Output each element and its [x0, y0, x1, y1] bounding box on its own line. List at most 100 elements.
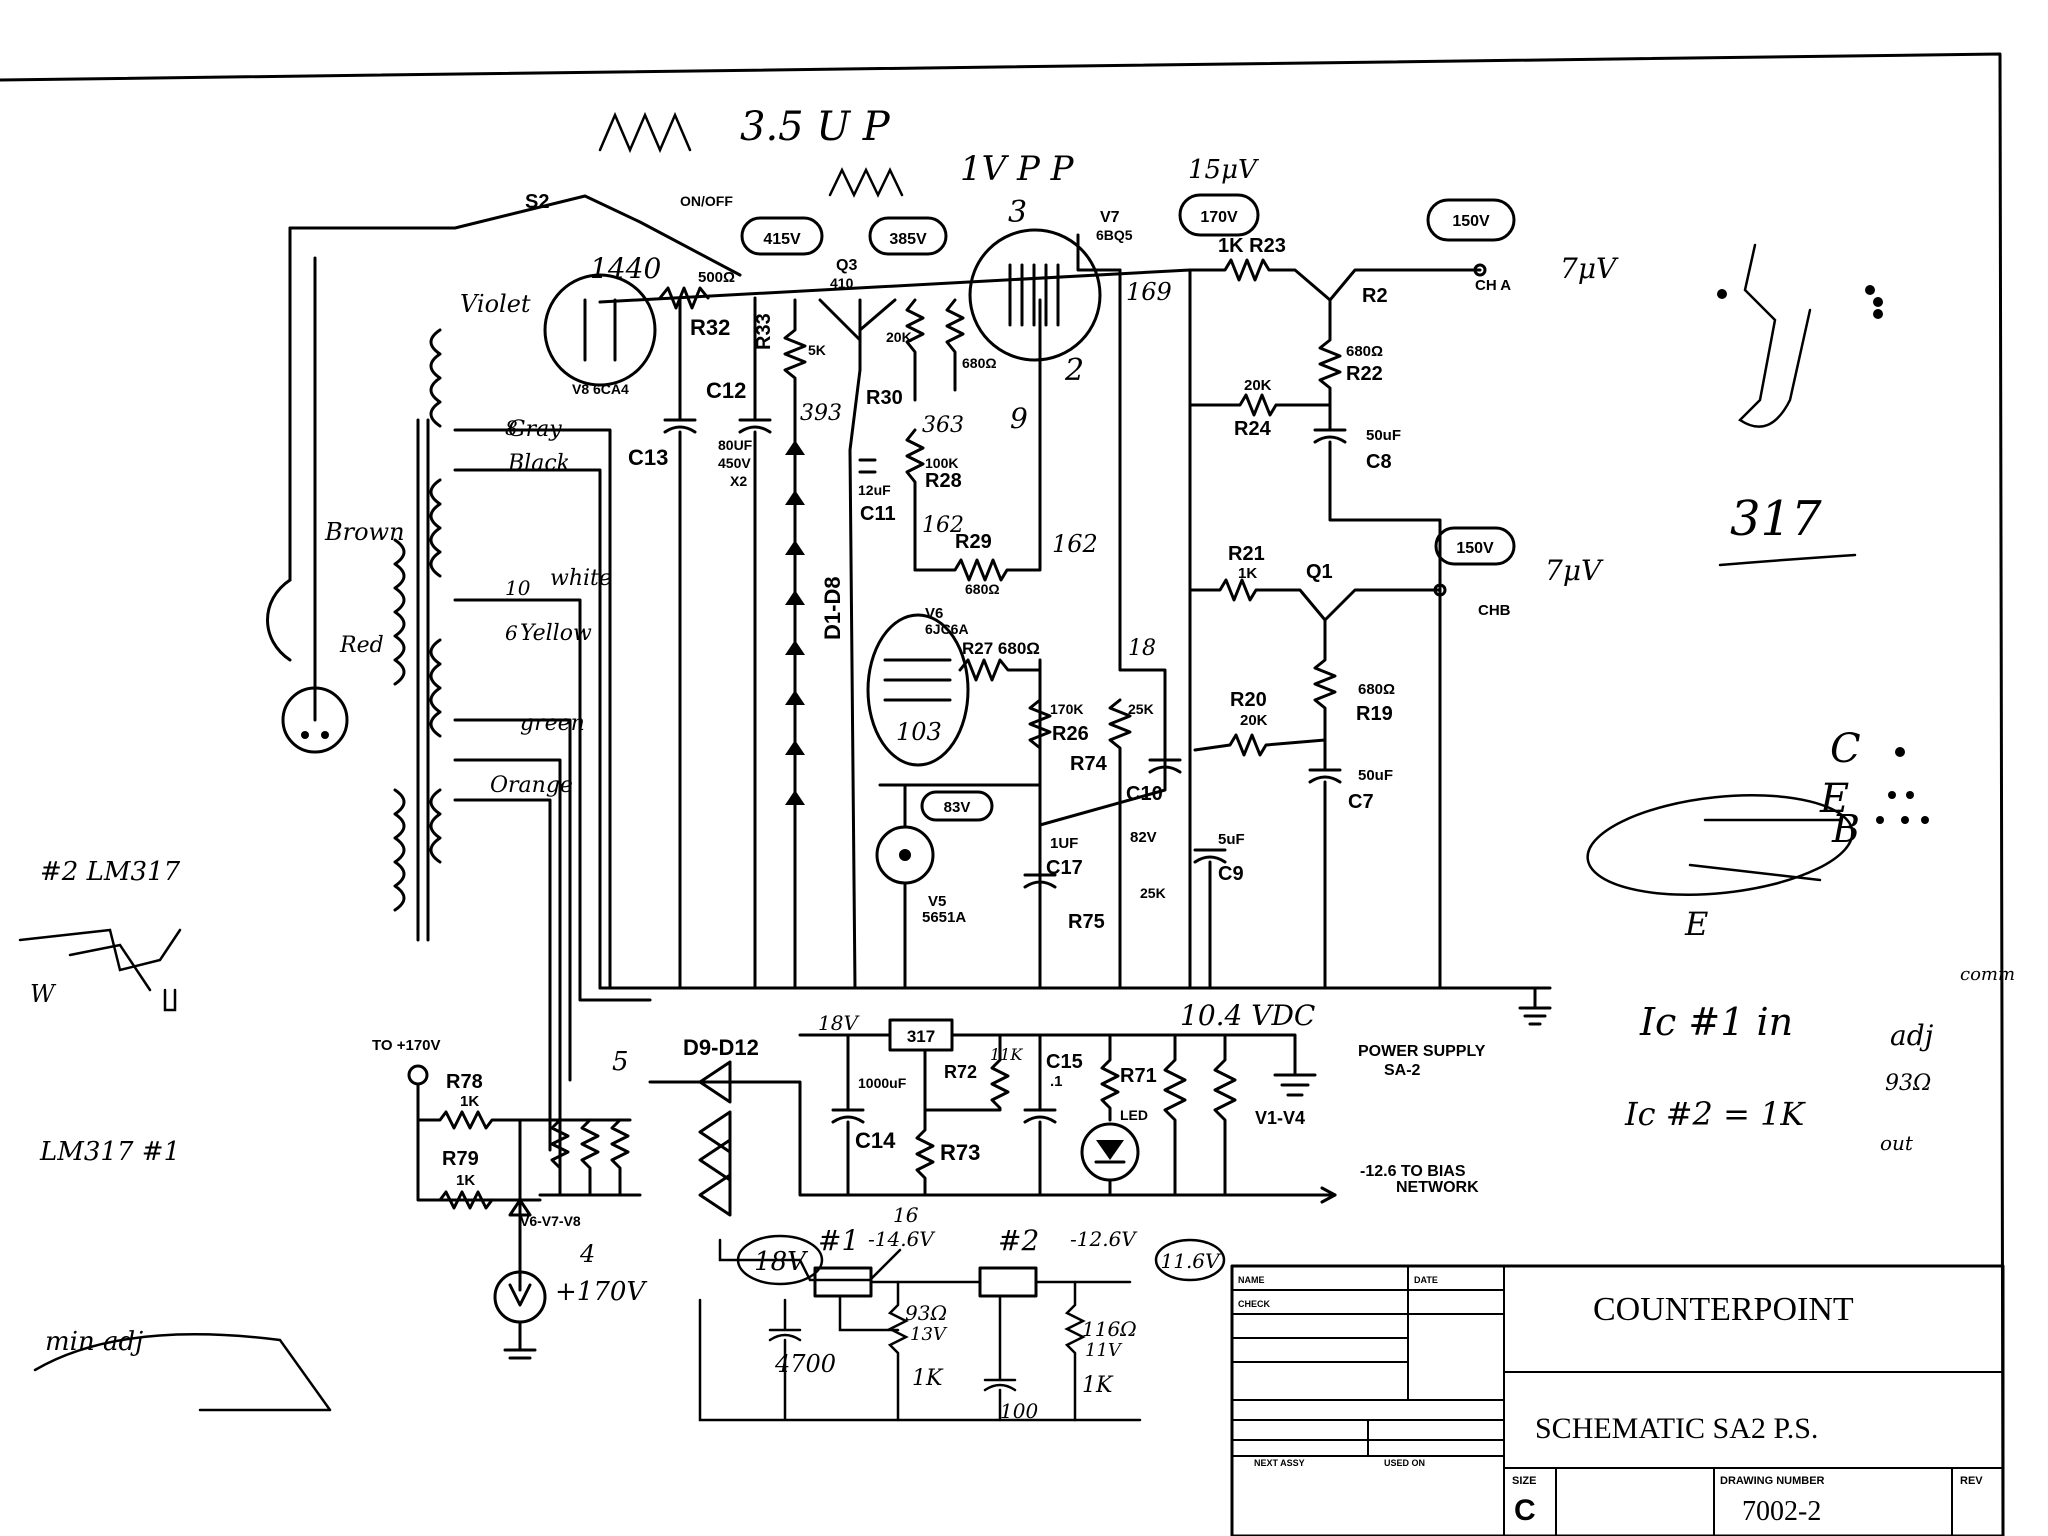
- label-r26-val: 170K: [1050, 701, 1083, 717]
- note-162b: 162: [1052, 530, 1098, 558]
- label-bias-2: NETWORK: [1396, 1179, 1479, 1196]
- label-c11-val: 12uF: [858, 482, 891, 498]
- note-16: 16: [893, 1203, 919, 1227]
- note-4700: 4700: [774, 1350, 836, 1378]
- label-r19: R19: [1356, 703, 1393, 725]
- label-r24: R24: [1234, 418, 1272, 440]
- tag-150v-b: 150V: [1456, 540, 1494, 557]
- label-c8: C8: [1366, 451, 1392, 473]
- note-169: 169: [1126, 278, 1172, 306]
- label-bias-1: -12.6 TO BIAS: [1360, 1163, 1466, 1180]
- label-r79: R79: [442, 1148, 479, 1170]
- label-r29-val: 680Ω: [965, 581, 1000, 597]
- label-c14-val: 1000uF: [858, 1075, 907, 1091]
- voltage-tags: 415V 385V 170V 150V 150V 83V 18V 11.6V: [736, 193, 1516, 1286]
- label-c12-val-3: X2: [730, 473, 747, 489]
- note-363: 363: [922, 413, 964, 438]
- label-d1d8: D1-D8: [820, 576, 845, 640]
- note-93ohm: 93Ω: [1885, 1071, 1931, 1096]
- v8-tube: [543, 273, 657, 387]
- note-7uv-b: 7μV: [1545, 554, 1604, 587]
- handwritten-notes: 3.5 U P 1V P P 15μV 7μV 7μV 317 169 363 …: [30, 104, 2015, 1423]
- note-1k-a: 1K: [912, 1366, 944, 1391]
- tag-150v-a: 150V: [1452, 213, 1490, 230]
- note-11v: 11V: [1085, 1340, 1123, 1361]
- label-v5-type: 5651A: [922, 909, 966, 926]
- wire-gray: Gray: [508, 417, 562, 442]
- note-15uv: 15μV: [1188, 155, 1259, 185]
- label-r30: R30: [866, 387, 903, 409]
- sheet-border: [0, 52, 2005, 1536]
- note-top-mv: 3.5 U P: [740, 104, 891, 150]
- label-power-supply: POWER SUPPLY: [1358, 1043, 1486, 1060]
- label-c12-val-2: 450V: [718, 455, 751, 471]
- wire-green: green: [520, 711, 585, 736]
- label-r75-val: 25K: [1140, 885, 1166, 901]
- label-r27: R27 680Ω: [962, 639, 1040, 658]
- label-r28-val: 100K: [925, 455, 958, 471]
- label-c7-val: 50uF: [1358, 767, 1393, 784]
- label-r75: R75: [1068, 911, 1105, 933]
- note-1440: 1440: [590, 252, 661, 285]
- label-r78-val: 1K: [460, 1093, 479, 1110]
- label-v1v4: V1-V4: [1255, 1108, 1305, 1128]
- tag-170v: 170V: [1200, 209, 1238, 226]
- note-10: 10: [505, 576, 531, 600]
- note-plus170: +170V: [555, 1277, 647, 1307]
- label-c12-val-1: 80UF: [718, 437, 753, 453]
- wire-red: Red: [339, 633, 384, 658]
- note-146v: -14.6V: [868, 1227, 936, 1251]
- label-r19-val: 680Ω: [1358, 681, 1395, 698]
- note-adj: adj: [1890, 1019, 1934, 1052]
- tb-name-label: NAME: [1238, 1275, 1265, 1285]
- label-c15-val: .1: [1050, 1073, 1063, 1090]
- label-r28: R28: [925, 470, 962, 492]
- label-c8-val: 50uF: [1366, 427, 1401, 444]
- label-led: LED: [1120, 1107, 1148, 1123]
- tb-size-value: C: [1514, 1494, 1536, 1527]
- label-q1: Q1: [1306, 561, 1333, 583]
- label-d9d12: D9-D12: [683, 1035, 759, 1060]
- v7-tube: [968, 228, 1102, 362]
- label-q3: Q3: [836, 257, 857, 274]
- note-317: 317: [1730, 491, 1822, 547]
- note-5: 5: [612, 1047, 629, 1077]
- pin-e: E: [1819, 776, 1849, 822]
- label-r78: R78: [446, 1071, 483, 1093]
- label-r21: R21: [1228, 543, 1265, 565]
- label-r79-val: 1K: [456, 1172, 475, 1189]
- tb-rev-label: REV: [1960, 1475, 1983, 1487]
- tb-drawing-number-label: DRAWING NUMBER: [1720, 1475, 1825, 1487]
- label-to170: TO +170V: [372, 1037, 441, 1054]
- label-r71: R71: [1120, 1065, 1157, 1087]
- component-labels: S2 ON/OFF V8 6CA4 500Ω R32 C12 C13 80UF …: [372, 191, 1511, 1229]
- label-r74: R74: [1070, 753, 1108, 775]
- note-104vdc: 10.4 VDC: [1180, 999, 1315, 1032]
- label-c15: C15: [1046, 1051, 1083, 1073]
- note-reg2: #2: [998, 1224, 1039, 1257]
- note-ic1: Ic #1 in: [1639, 1000, 1793, 1044]
- label-c9: C9: [1218, 863, 1244, 885]
- label-317: 317: [907, 1027, 935, 1046]
- label-c12: C12: [706, 378, 746, 403]
- wire-brown: Brown: [324, 518, 405, 546]
- label-v6: V6: [925, 605, 943, 622]
- tag-18v: 18V: [754, 1247, 808, 1277]
- note-13v: 13V: [910, 1324, 948, 1345]
- schematic-wiring: [18, 111, 1857, 1422]
- label-r23: 1K R23: [1218, 235, 1286, 257]
- label-sa2: SA-2: [1384, 1062, 1421, 1079]
- ac-plug: [281, 686, 349, 754]
- label-c14: C14: [855, 1128, 896, 1153]
- tb-size-label: SIZE: [1512, 1475, 1536, 1487]
- note-126v: -12.6V: [1070, 1227, 1138, 1251]
- note-9: 9: [1010, 402, 1028, 435]
- note-comm: comm: [1960, 964, 2015, 985]
- label-v6-type: 6JC6A: [925, 621, 969, 637]
- note-3: 3: [1008, 195, 1027, 230]
- tb-used-on-label: USED ON: [1384, 1458, 1425, 1468]
- wire-white: white: [550, 566, 612, 591]
- label-v5: V5: [928, 893, 946, 910]
- note-18a: 18: [1128, 636, 1156, 661]
